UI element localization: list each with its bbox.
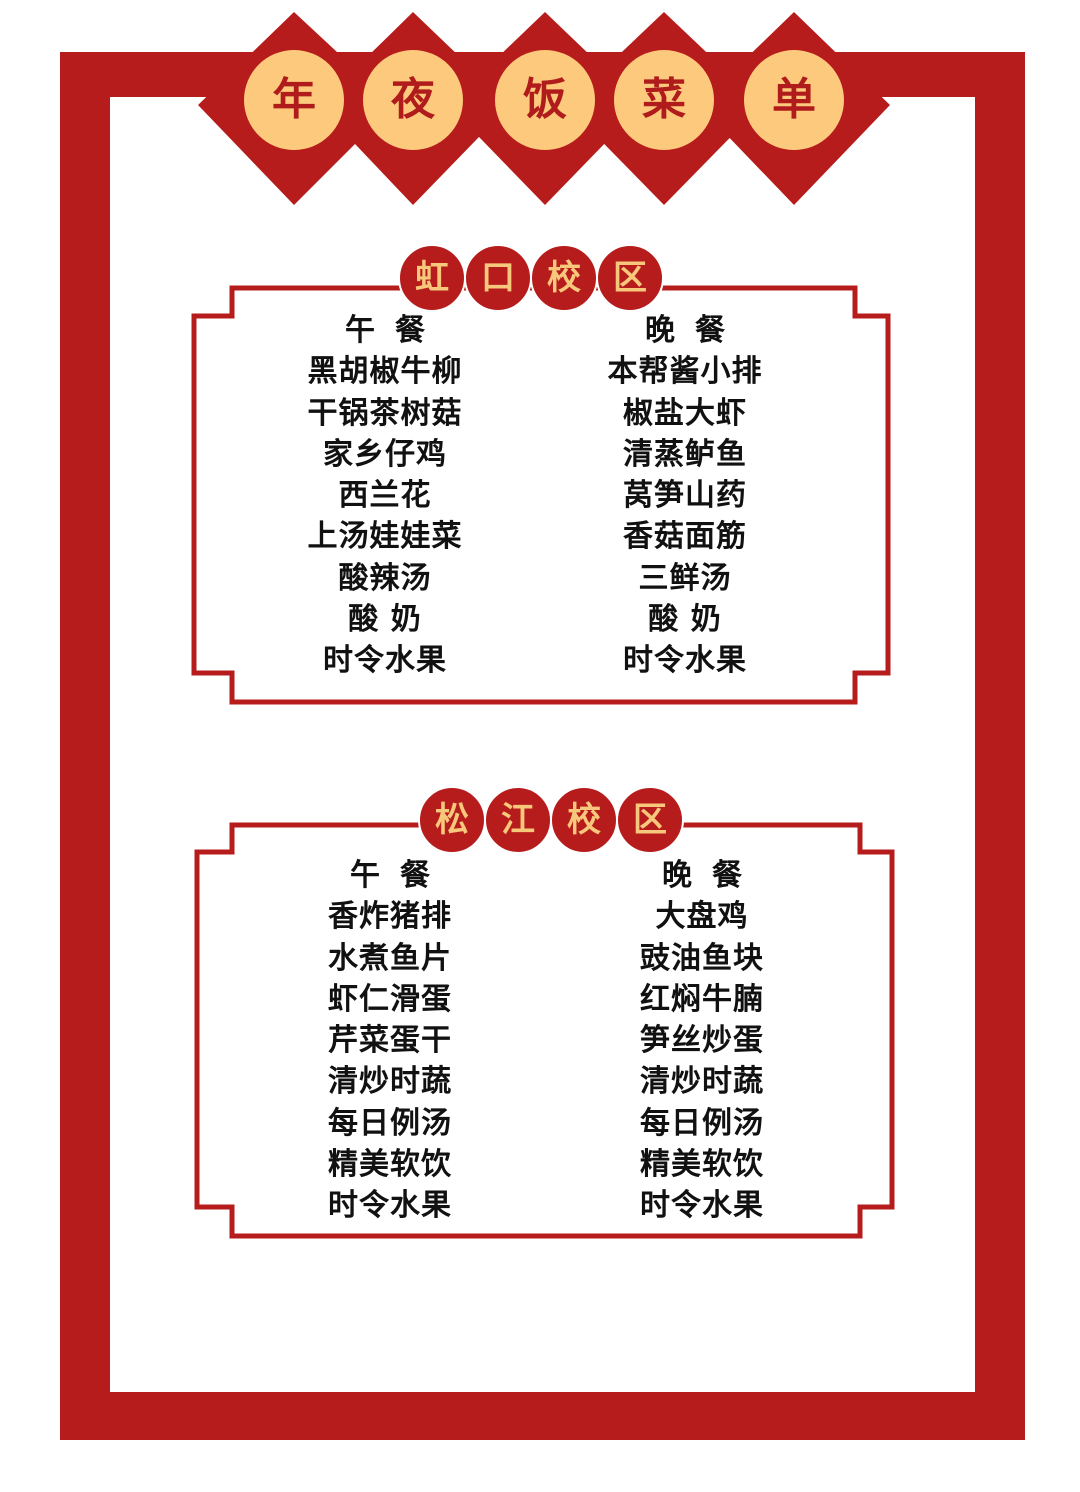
dish: 莴笋山药 [623,478,747,514]
dish: 时令水果 [328,1188,452,1224]
dish: 香炸猪排 [328,899,452,935]
section-char: 松 [435,800,469,840]
dish: 豉油鱼块 [640,940,764,976]
title-char: 菜 [642,74,686,125]
section-char: 虹 [415,258,449,298]
dish: 清炒时蔬 [328,1064,452,1100]
dish: 酸辣汤 [338,560,432,596]
section-char: 校 [567,800,601,840]
dinner-header: 晚餐 [645,313,745,348]
dish: 时令水果 [623,643,747,679]
dish: 酸 奶 [648,602,722,638]
section-char: 区 [613,258,647,298]
section-frame-1 [191,285,891,705]
dish: 虾仁滑蛋 [328,981,452,1017]
lunch-header: 午餐 [345,313,445,348]
dish: 芹菜蛋干 [328,1023,452,1059]
dish: 精美软饮 [640,1147,764,1183]
dish: 水煮鱼片 [328,940,452,976]
dish: 西兰花 [338,478,432,514]
dish: 本帮酱小排 [607,354,763,390]
dish: 精美软饮 [328,1147,452,1183]
dish: 黑胡椒牛柳 [307,354,463,390]
dinner-header: 晚餐 [662,858,762,893]
dish: 椒盐大虾 [623,395,747,431]
section-char: 校 [547,258,581,298]
dish: 干锅茶树菇 [307,395,463,431]
section-char: 口 [481,258,515,298]
dish: 家乡仔鸡 [323,436,447,472]
dish: 大盘鸡 [655,899,749,935]
dish: 香菇面筋 [623,519,747,555]
section-char: 江 [501,800,535,840]
lunch-column-1: 午餐 黑胡椒牛柳 干锅茶树菇 家乡仔鸡 西兰花 上汤娃娃菜 酸辣汤 酸 奶 时令… [255,310,515,682]
dish: 上汤娃娃菜 [307,519,463,555]
dish: 三鲜汤 [638,560,732,596]
dinner-column-1: 晚餐 本帮酱小排 椒盐大虾 清蒸鲈鱼 莴笋山药 香菇面筋 三鲜汤 酸 奶 时令水… [555,310,815,682]
dinner-column-2: 晚餐 大盘鸡 豉油鱼块 红焖牛腩 笋丝炒蛋 清炒时蔬 每日例汤 精美软饮 时令水… [572,855,832,1227]
dish: 笋丝炒蛋 [640,1023,764,1059]
dish: 时令水果 [640,1188,764,1224]
dish: 清蒸鲈鱼 [623,436,747,472]
title-char: 单 [772,74,816,125]
dish: 红焖牛腩 [640,981,764,1017]
title-char: 夜 [391,74,435,125]
dish: 酸 奶 [348,602,422,638]
section-char: 区 [633,800,667,840]
title-char: 饭 [523,74,567,125]
dish: 每日例汤 [328,1105,452,1141]
title-char: 年 [272,74,316,125]
dish: 清炒时蔬 [640,1064,764,1100]
title-circles [244,50,844,150]
section-frame-2 [194,822,895,1239]
lunch-column-2: 午餐 香炸猪排 水煮鱼片 虾仁滑蛋 芹菜蛋干 清炒时蔬 每日例汤 精美软饮 时令… [260,855,520,1227]
dish: 每日例汤 [640,1105,764,1141]
dish: 时令水果 [323,643,447,679]
lunch-header: 午餐 [350,858,450,893]
